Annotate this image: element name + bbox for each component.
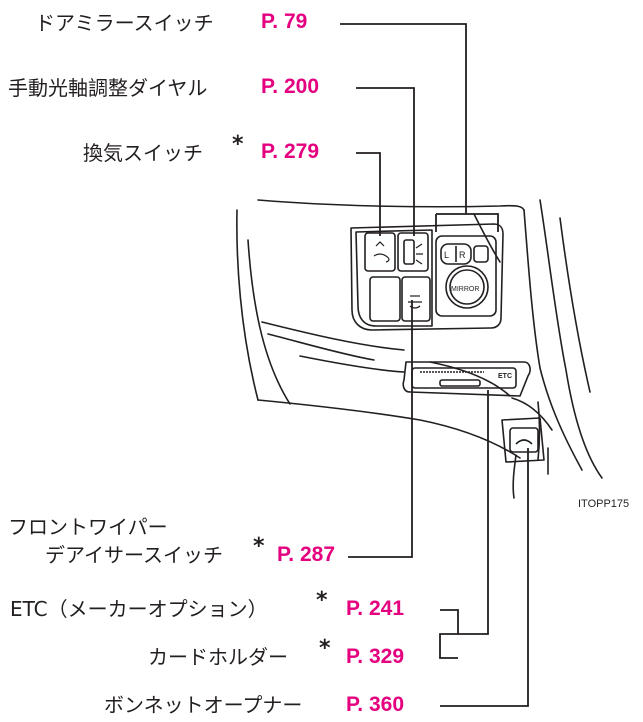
card-slot [439, 379, 481, 387]
headlight-dial [397, 232, 429, 272]
card-holder-label: カードホルダー [148, 645, 288, 669]
headlight-leveling-dial-page-ref[interactable]: P. 200 [261, 75, 320, 98]
ventilation-icon [375, 241, 385, 247]
mirror-right-text[interactable]: R [459, 250, 466, 260]
door-mirror-switch-panel [435, 235, 497, 317]
ventilation-switch-button [364, 232, 396, 272]
card-holder-page-ref[interactable]: P. 329 [346, 645, 405, 668]
wiper-deicer-asterisk: * [253, 534, 265, 559]
dashboard-outline [236, 209, 259, 401]
switch-panel [350, 223, 504, 331]
hood-opener [501, 417, 545, 463]
mirror-dial-text[interactable]: MIRROR [451, 286, 479, 293]
wiper-deicer-label-line2: デアイサースイッチ [45, 543, 223, 567]
mirror-select-button [440, 243, 472, 265]
figure-code: ITOPP175 [578, 498, 630, 510]
wiper-deicer-button [401, 276, 431, 322]
ventilation-switch-label: 換気スイッチ [83, 141, 203, 165]
headlight-icon [415, 243, 423, 265]
wiper-deicer-label-line1: フロントワイパー [8, 515, 168, 539]
mirror-fold-button [473, 245, 489, 263]
door-mirror-switch-label: ドアミラースイッチ [35, 11, 214, 35]
etc-label: ETC（メーカーオプション） [10, 597, 268, 621]
etc-page-ref[interactable]: P. 241 [346, 597, 405, 620]
hood-opener-label: ボンネットオープナー [104, 693, 303, 717]
card-holder-asterisk: * [319, 636, 331, 661]
mirror-left-text[interactable]: L [444, 250, 449, 260]
hood-opener-page-ref[interactable]: P. 360 [346, 693, 405, 716]
etc-mark: ETC [498, 373, 512, 380]
mirror-dial [445, 265, 489, 309]
ventilation-switch-page-ref[interactable]: P. 279 [261, 140, 320, 163]
door-mirror-switch-page-ref[interactable]: P. 79 [261, 10, 308, 33]
leader-lines [340, 23, 529, 707]
wiper-deicer-page-ref[interactable]: P. 287 [277, 543, 336, 566]
wiper-icon [408, 301, 422, 309]
ventilation-switch-asterisk: * [232, 132, 244, 157]
etc-asterisk: * [316, 588, 328, 613]
headlight-leveling-dial-label: 手動光軸調整ダイヤル [8, 76, 208, 100]
